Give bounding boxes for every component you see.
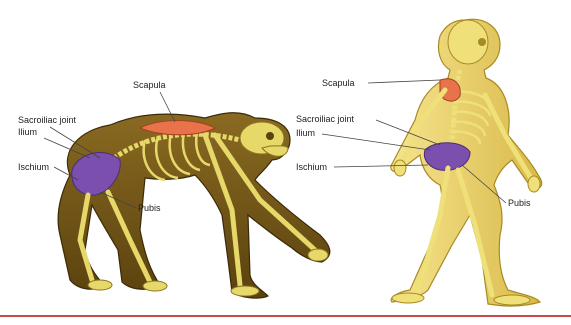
- chimp-label-sacroiliac: Sacroiliac joint: [18, 115, 77, 125]
- human-label-sacroiliac: Sacroiliac joint: [296, 114, 355, 124]
- chimp-label-ilium: Ilium: [18, 127, 37, 137]
- human-leader-ischium: [334, 165, 428, 167]
- human-eye-socket: [478, 38, 486, 46]
- chimp-body-silhouette: [58, 113, 330, 298]
- human-label-pubis: Pubis: [508, 198, 531, 208]
- human-label-ischium: Ischium: [296, 162, 327, 172]
- human-label-ilium: Ilium: [296, 128, 315, 138]
- chimp-label-ischium: Ischium: [18, 162, 49, 172]
- chimp-label-scapula: Scapula: [133, 80, 166, 90]
- chimp-label-pubis: Pubis: [138, 203, 161, 213]
- chimpanzee-figure: [58, 113, 330, 298]
- chimp-eye-socket: [266, 132, 274, 140]
- human-leader-scapula: [368, 80, 440, 83]
- human-label-scapula: Scapula: [322, 78, 355, 88]
- human-figure: [391, 19, 542, 306]
